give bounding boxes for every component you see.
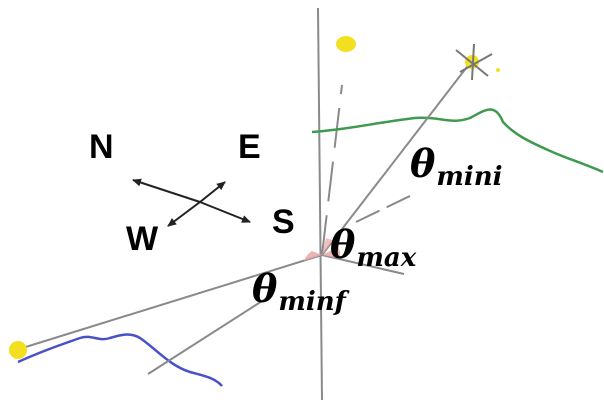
compass-label-south: S bbox=[272, 205, 295, 239]
theta-max-label: θmax bbox=[330, 226, 416, 264]
star-icon bbox=[456, 44, 500, 80]
theta-symbol: θ bbox=[330, 222, 355, 267]
blue-horizon-ridge bbox=[18, 335, 222, 386]
theta-max-subscript: max bbox=[356, 243, 416, 273]
setting-sun-icon bbox=[9, 341, 27, 359]
theta-min-initial-label: θmini bbox=[410, 145, 503, 183]
compass-arrow-north bbox=[133, 180, 200, 202]
compass-label-north: N bbox=[89, 130, 114, 164]
theta-min-initial-subscript: mini bbox=[436, 162, 502, 192]
compass-arrow-south bbox=[200, 202, 250, 222]
compass-arrow-west bbox=[168, 202, 200, 226]
theta-symbol: θ bbox=[410, 141, 435, 186]
compass-label-west: W bbox=[126, 222, 158, 256]
sun-icon bbox=[336, 36, 356, 52]
compass-label-east: E bbox=[238, 130, 261, 164]
vertical-reference-line bbox=[318, 8, 322, 400]
theta-symbol: θ bbox=[252, 266, 277, 311]
compass-arrow-east bbox=[200, 182, 225, 202]
theta-min-final-subscript: minf bbox=[278, 287, 345, 317]
theta-min-final-label: θminf bbox=[252, 270, 346, 308]
